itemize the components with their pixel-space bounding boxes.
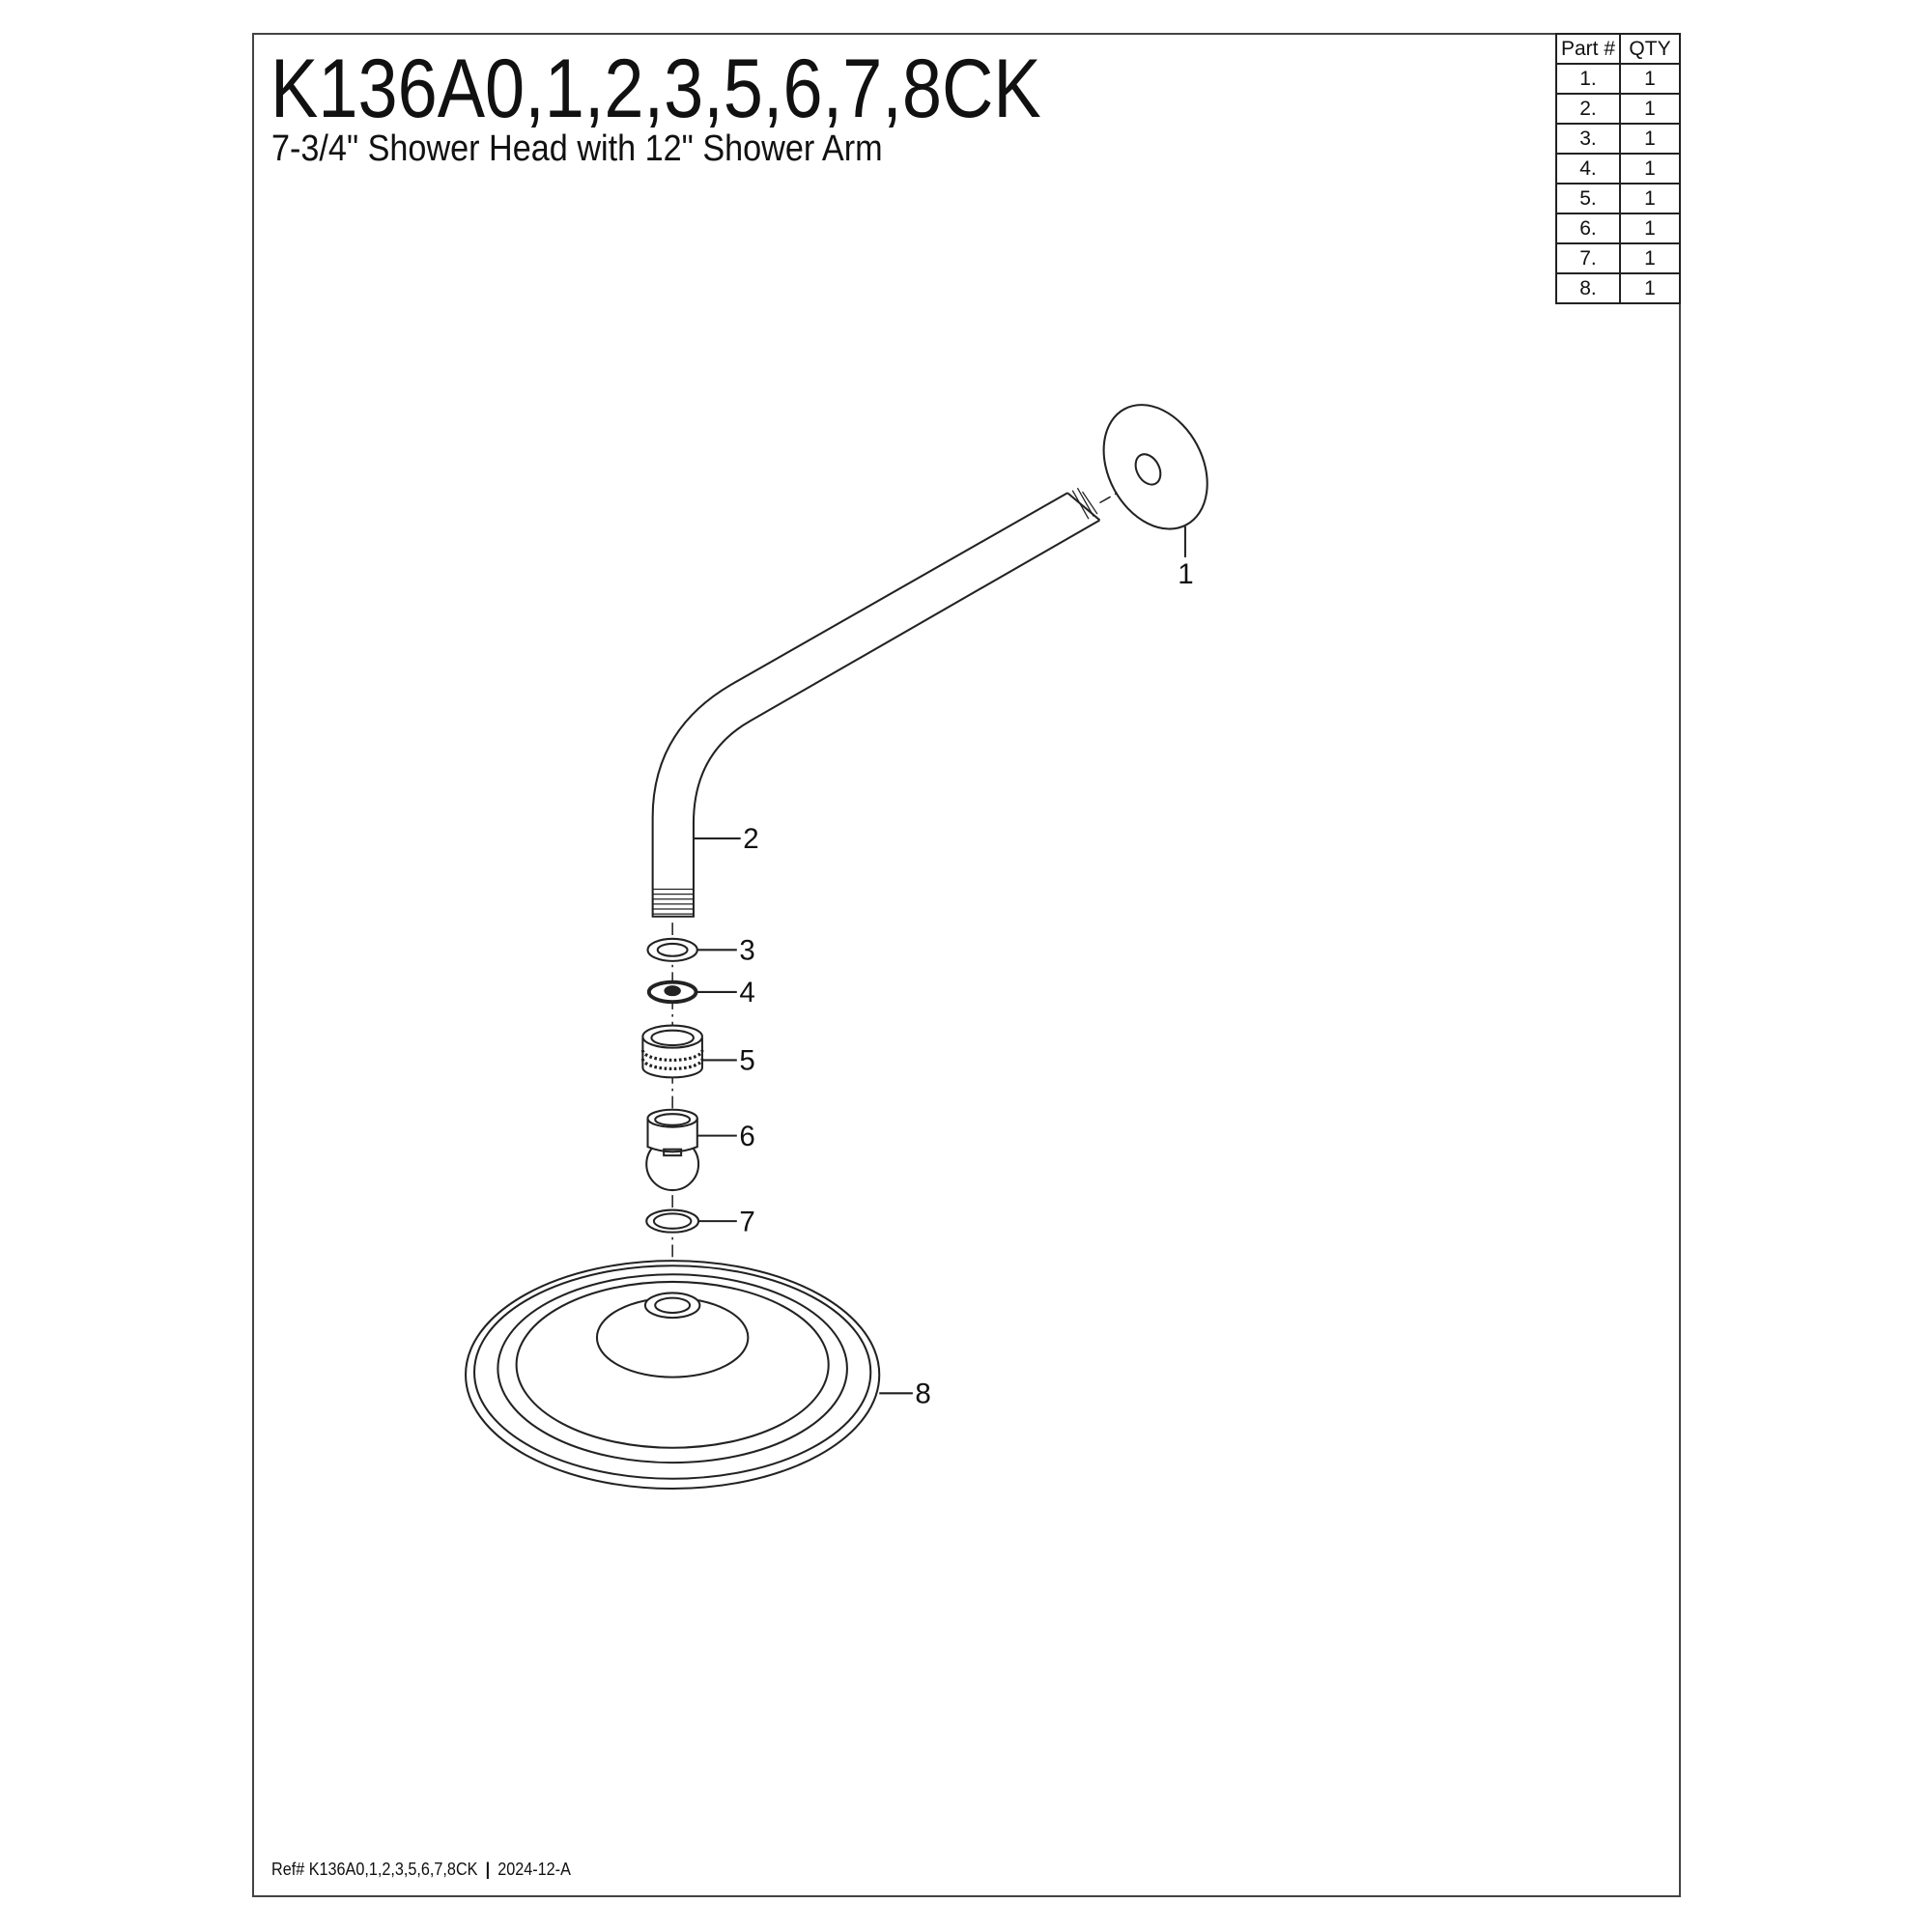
callout-4: 4 <box>739 977 754 1009</box>
part-qty: 1 <box>1619 272 1681 304</box>
part-number: 6. <box>1555 213 1621 244</box>
parts-table: Part # QTY 1.1 2.1 3.1 4.1 5.1 6.1 7.1 8… <box>1555 33 1681 304</box>
revision-code: 2024-12-A <box>497 1860 571 1879</box>
table-row: 8.1 <box>1555 272 1681 304</box>
washer-part-3 <box>646 937 698 962</box>
callout-8: 8 <box>915 1378 930 1410</box>
table-row: 6.1 <box>1555 213 1681 244</box>
table-row: 5.1 <box>1555 183 1681 214</box>
part-qty: 1 <box>1619 242 1681 274</box>
table-row: 4.1 <box>1555 153 1681 185</box>
reference-number: Ref# K136A0,1,2,3,5,6,7,8CK <box>271 1860 478 1879</box>
part-qty: 1 <box>1619 63 1681 95</box>
part-qty: 1 <box>1619 183 1681 214</box>
part-number: 2. <box>1555 93 1621 125</box>
washer-part-7 <box>645 1208 700 1234</box>
part-qty: 1 <box>1619 123 1681 155</box>
callout-1: 1 <box>1178 558 1193 590</box>
ball-joint-part-6 <box>645 1108 700 1192</box>
table-row: 7.1 <box>1555 242 1681 274</box>
part-number: 7. <box>1555 242 1621 274</box>
part-qty: 1 <box>1619 153 1681 185</box>
part-number: 4. <box>1555 153 1621 185</box>
header-qty: QTY <box>1619 33 1681 65</box>
table-row: 1.1 <box>1555 63 1681 95</box>
callout-3: 3 <box>739 935 754 967</box>
shower-head-part-8 <box>465 1260 881 1491</box>
part-qty: 1 <box>1619 93 1681 125</box>
drawing-frame <box>252 33 1681 1897</box>
callout-7: 7 <box>739 1206 754 1237</box>
table-row: 3.1 <box>1555 123 1681 155</box>
flange-part-1 <box>1102 404 1208 530</box>
part-number: 5. <box>1555 183 1621 214</box>
part-number: 8. <box>1555 272 1621 304</box>
callout-5: 5 <box>739 1045 754 1077</box>
footer-reference: Ref# K136A0,1,2,3,5,6,7,8CK | 2024-12-A <box>271 1860 571 1880</box>
knurled-nut-part-5 <box>640 1024 704 1079</box>
part-number: 1. <box>1555 63 1621 95</box>
part-qty: 1 <box>1619 213 1681 244</box>
header-part: Part # <box>1555 33 1621 65</box>
flow-restrictor-part-4 <box>646 980 698 1005</box>
callout-6: 6 <box>739 1121 754 1152</box>
footer-separator: | <box>485 1860 491 1879</box>
callout-2: 2 <box>743 823 758 855</box>
product-subtitle: 7-3/4" Shower Head with 12" Shower Arm <box>271 128 883 169</box>
parts-table-header: Part # QTY <box>1555 33 1681 65</box>
model-number-title: K136A0,1,2,3,5,6,7,8CK <box>270 43 1041 135</box>
shower-arm-part-2 <box>651 487 1101 918</box>
part-number: 3. <box>1555 123 1621 155</box>
table-row: 2.1 <box>1555 93 1681 125</box>
